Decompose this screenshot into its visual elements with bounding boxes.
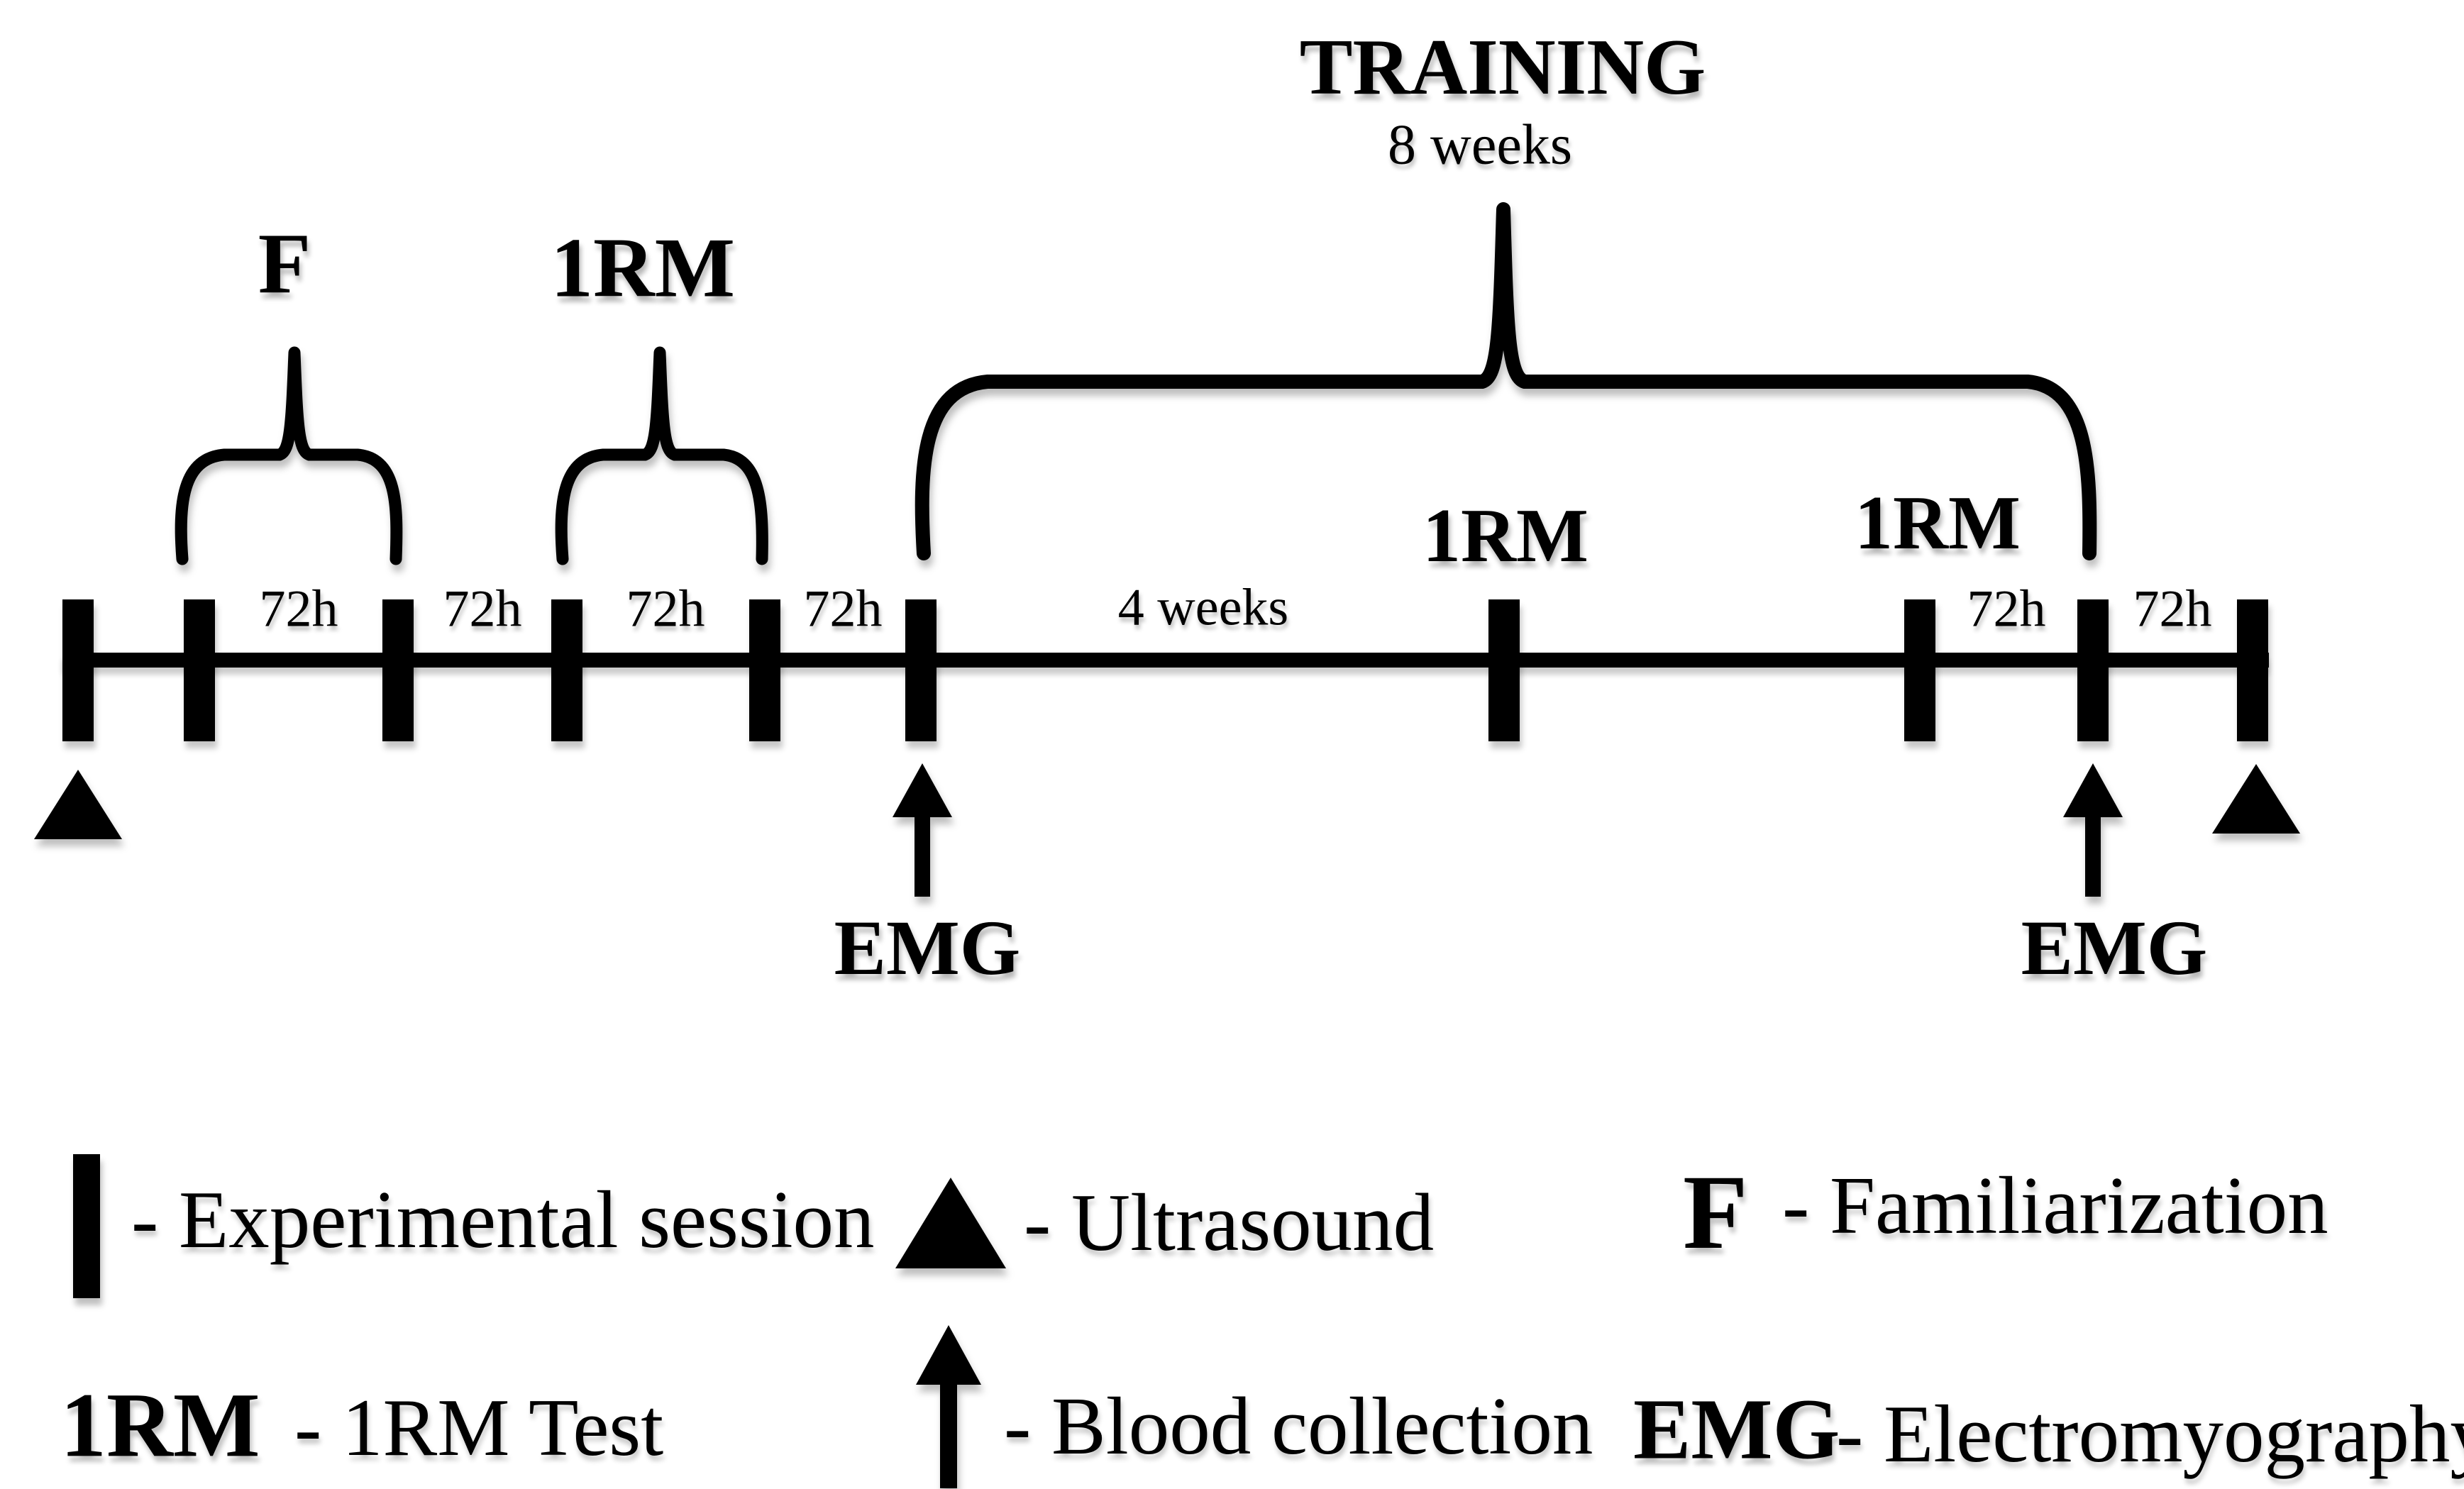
experimental-session-tick [2077,599,2109,741]
f-event-label: F [258,216,311,312]
1rm-event-label: 1RM [1855,480,2021,565]
training-title: TRAINING [1299,23,1706,111]
1rm-event-label: 1RM [1422,493,1589,578]
interval-label: 72h [2133,580,2212,638]
experimental-session-tick [184,599,215,741]
experimental-session-tick [1488,599,1520,741]
legend-experimental-session-label: - Experimental session [131,1175,875,1266]
legend-blood-collection-arrow [916,1325,981,1488]
interval-label: 72h [443,580,522,638]
one-rm-brace [555,346,768,565]
interval-label: 72h [1967,580,2046,638]
ultrasound-triangle-left [34,770,122,839]
experimental-session-tick [1904,599,1935,741]
ultrasound-triangle-right [2212,764,2300,834]
emg-event-label: EMG [834,904,1021,991]
emg-event-label: EMG [2021,904,2208,991]
interval-label: 72h [626,580,705,638]
timeline-line [62,653,2269,668]
experimental-session-tick [2237,599,2268,741]
legend-session-bar-icon [73,1154,100,1298]
legend-ultrasound-triangle [895,1178,1006,1268]
experimental-session-tick [382,599,414,741]
experimental-session-tick [905,599,937,741]
experimental-session-tick [551,599,582,741]
familiarization-brace [175,346,403,565]
interval-label: 72h [803,580,883,638]
legend-familiarization-label: - Familiarization [1782,1161,2328,1251]
legend-1rm-symbol: 1RM [60,1374,260,1477]
legend-ultrasound-label: - Ultrasound [1024,1178,1435,1268]
legend-electromyography-label: - Electromyography [1836,1389,2464,1480]
training-brace [915,202,2097,560]
interval-label: 4 weeks [1117,578,1289,637]
legend-1rm-test-label: - 1RM Test [294,1383,664,1473]
legend-blood-collection-label: - Blood collection [1004,1381,1593,1472]
legend-emg-symbol: EMG [1633,1381,1840,1478]
legend-familiarization-symbol: F [1683,1153,1748,1271]
experimental-session-tick [749,599,780,741]
blood-collection-arrow-left [893,763,952,897]
interval-label: 72h [259,580,338,638]
training-duration-label: 8 weeks [1388,114,1572,177]
blood-collection-arrow-right [2063,763,2123,897]
experimental-session-tick [62,599,94,741]
1rm-event-label: 1RM [551,220,735,315]
